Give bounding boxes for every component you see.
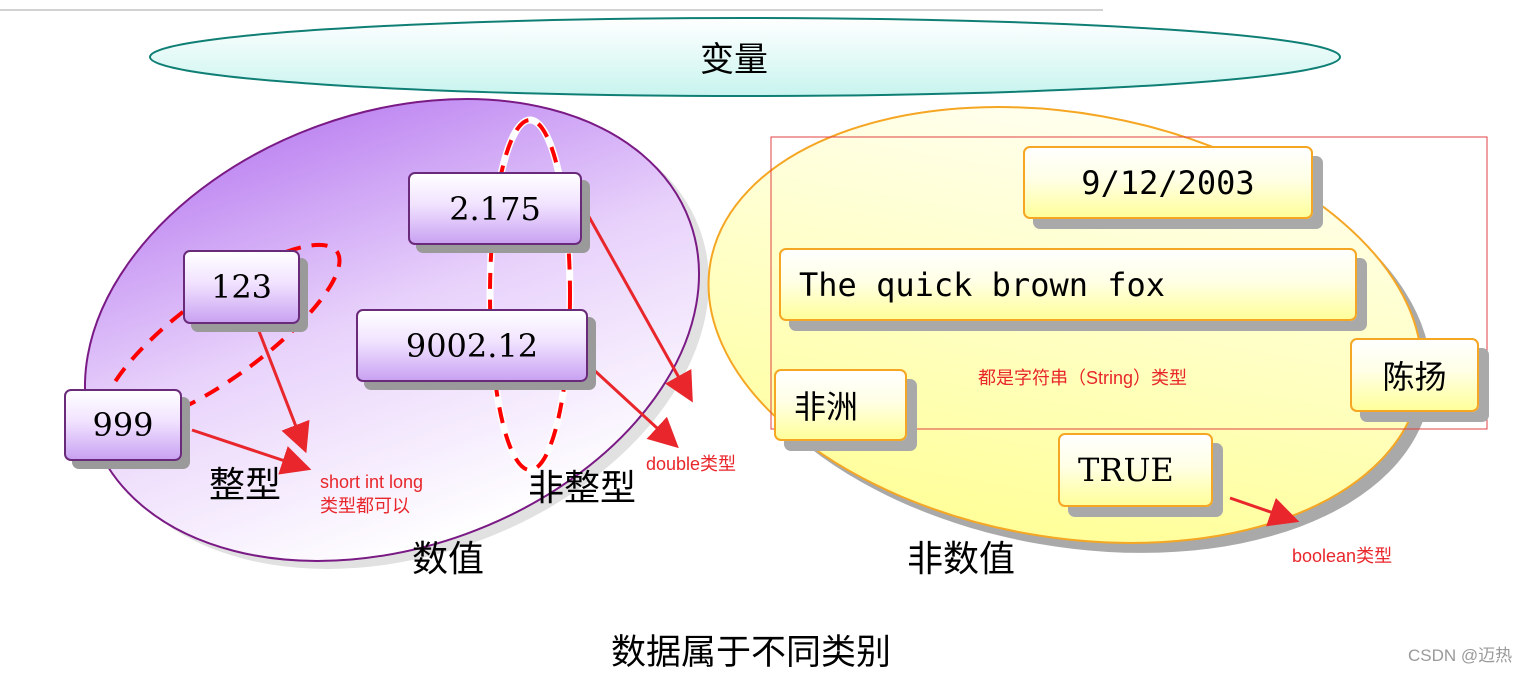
value-box-date: 9/12/2003 bbox=[1023, 146, 1313, 219]
value-name: 陈扬 bbox=[1382, 358, 1447, 396]
arrow-true-to-boolean bbox=[1229, 496, 1300, 527]
value-box-sentence: The quick brown fox bbox=[779, 248, 1357, 321]
non-numeric-ellipse bbox=[707, 106, 1423, 544]
string-note: 都是字符串（String）类型 bbox=[978, 368, 1188, 388]
numeric-label: 数值 bbox=[412, 539, 485, 580]
string-group-frame bbox=[770, 136, 1488, 430]
value-999: 999 bbox=[92, 406, 154, 444]
value-box-true: TRUE bbox=[1058, 433, 1213, 507]
double-note: double类型 bbox=[646, 454, 737, 474]
value-date: 9/12/2003 bbox=[1081, 163, 1255, 202]
value-sentence: The quick brown fox bbox=[799, 265, 1166, 304]
integer-label: 整型 bbox=[209, 465, 282, 506]
arrow-2175-to-double bbox=[586, 214, 693, 403]
value-box-place: 非洲 bbox=[774, 369, 907, 441]
value-place: 非洲 bbox=[794, 388, 859, 426]
value-box-9002: 9002.12 bbox=[356, 309, 588, 382]
value-9002: 9002.12 bbox=[405, 326, 539, 365]
integer-note-line1: short int long bbox=[320, 472, 424, 492]
value-true: TRUE bbox=[1078, 451, 1174, 489]
value-box-123: 123 bbox=[183, 250, 300, 324]
value-box-999: 999 bbox=[64, 389, 182, 461]
variable-ellipse bbox=[149, 17, 1341, 97]
integer-note-line2: 类型都可以 bbox=[320, 496, 410, 516]
arrow-9002-to-double bbox=[592, 368, 679, 449]
non-numeric-label: 非数值 bbox=[907, 539, 1016, 580]
watermark: CSDN @迈热 bbox=[1408, 646, 1513, 665]
caption: 数据属于不同类别 bbox=[611, 633, 892, 673]
non-integer-label: 非整型 bbox=[528, 468, 637, 509]
boolean-note: boolean类型 bbox=[1292, 546, 1393, 566]
value-123: 123 bbox=[210, 268, 273, 306]
variable-label: 变量 bbox=[700, 40, 768, 80]
non-integer-dashed-ellipse bbox=[488, 118, 572, 472]
integer-note: short int long 类型都可以 bbox=[320, 470, 423, 518]
value-2175: 2.175 bbox=[449, 189, 541, 228]
arrow-123-to-note bbox=[255, 325, 310, 454]
value-box-name: 陈扬 bbox=[1350, 338, 1479, 412]
value-box-2175: 2.175 bbox=[408, 172, 582, 245]
arrow-999-to-note bbox=[191, 428, 312, 475]
